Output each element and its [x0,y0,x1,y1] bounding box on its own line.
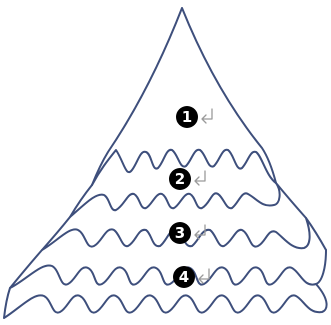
tree-wave-layer-5 [4,284,327,318]
paragraph-return-icon [202,109,212,123]
marker-4-number: 4 [179,268,189,286]
marker-2: 2 [169,168,205,190]
tree-wave-layer-2 [70,183,306,218]
marker-3: 3 [169,222,205,244]
paragraph-return-icon [195,171,205,185]
tree-wave-layer-4 [10,250,326,288]
marker-3-number: 3 [175,224,185,242]
marker-1-number: 1 [182,108,192,126]
marker-2-number: 2 [175,170,185,188]
marker-1: 1 [176,106,212,128]
